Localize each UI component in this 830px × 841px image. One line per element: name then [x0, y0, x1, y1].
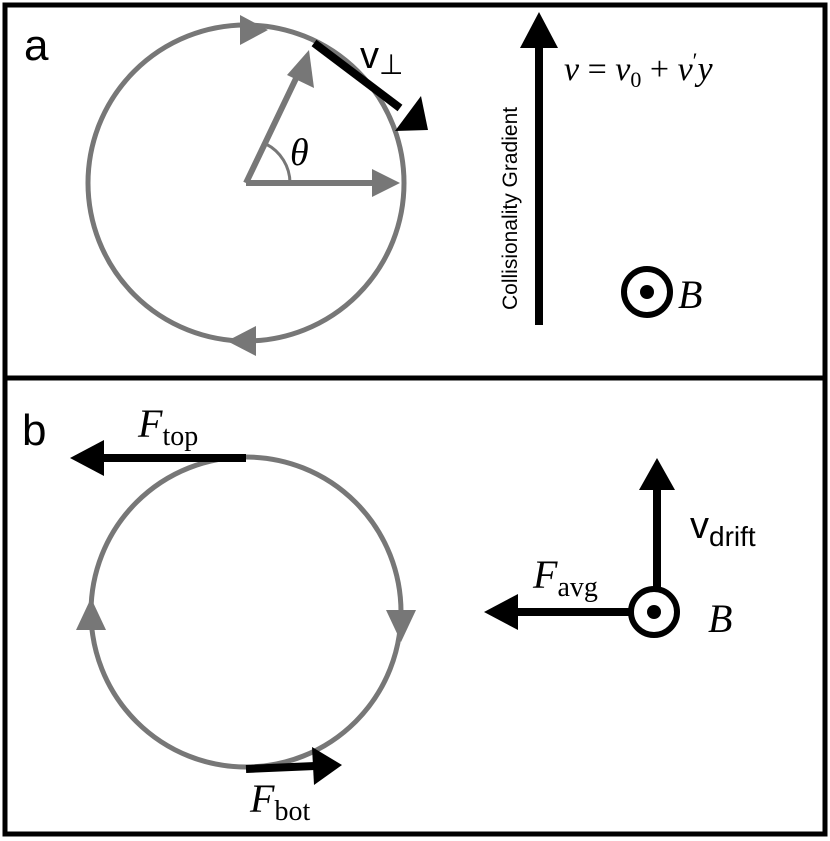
- collisionality-equation: ν = ν0 + ν′y: [564, 48, 713, 92]
- panel-b-label: b: [22, 406, 46, 455]
- v-drift-label: vdrift: [690, 505, 756, 552]
- f-avg-label: Favg: [532, 552, 598, 603]
- v-perp-arrow: [311, 39, 403, 112]
- f-bot-arrow: [245, 762, 316, 773]
- radius-vector-horizontal-head: [372, 169, 400, 197]
- b-label-a: B: [678, 272, 702, 317]
- gradient-label: Collisionality Gradient: [499, 107, 522, 310]
- orbit-arrow-right: [386, 610, 416, 642]
- orbit-arrow-left: [76, 598, 106, 630]
- panel-a-label: a: [24, 21, 49, 70]
- v-perp-arrow-head: [395, 96, 428, 131]
- panel-b-frame: [2, 375, 828, 837]
- b-field-dot-a: [640, 285, 654, 299]
- b-label-b: B: [708, 596, 732, 641]
- theta-label: θ: [290, 132, 309, 174]
- b-field-dot-b: [647, 605, 661, 619]
- f-avg-arrow-head: [484, 594, 518, 630]
- f-bot-label: Fbot: [249, 776, 310, 827]
- b-field-symbol-a: [621, 266, 673, 318]
- orbit-arrow-top: [240, 15, 268, 45]
- f-top-label: Ftop: [137, 401, 198, 452]
- f-bot-arrow-head: [312, 747, 342, 785]
- orbit-arrow-bottom: [227, 326, 256, 356]
- radius-vector-angled-head: [287, 50, 314, 88]
- theta-arc: [265, 142, 292, 184]
- v-perp-label: v⊥: [360, 35, 403, 80]
- radius-vector-angled: [243, 66, 304, 185]
- v-drift-arrow-head: [639, 458, 675, 490]
- orbit-circle-b: [88, 454, 404, 770]
- f-top-arrow-head: [70, 440, 104, 476]
- gradient-arrow-head: [520, 12, 558, 48]
